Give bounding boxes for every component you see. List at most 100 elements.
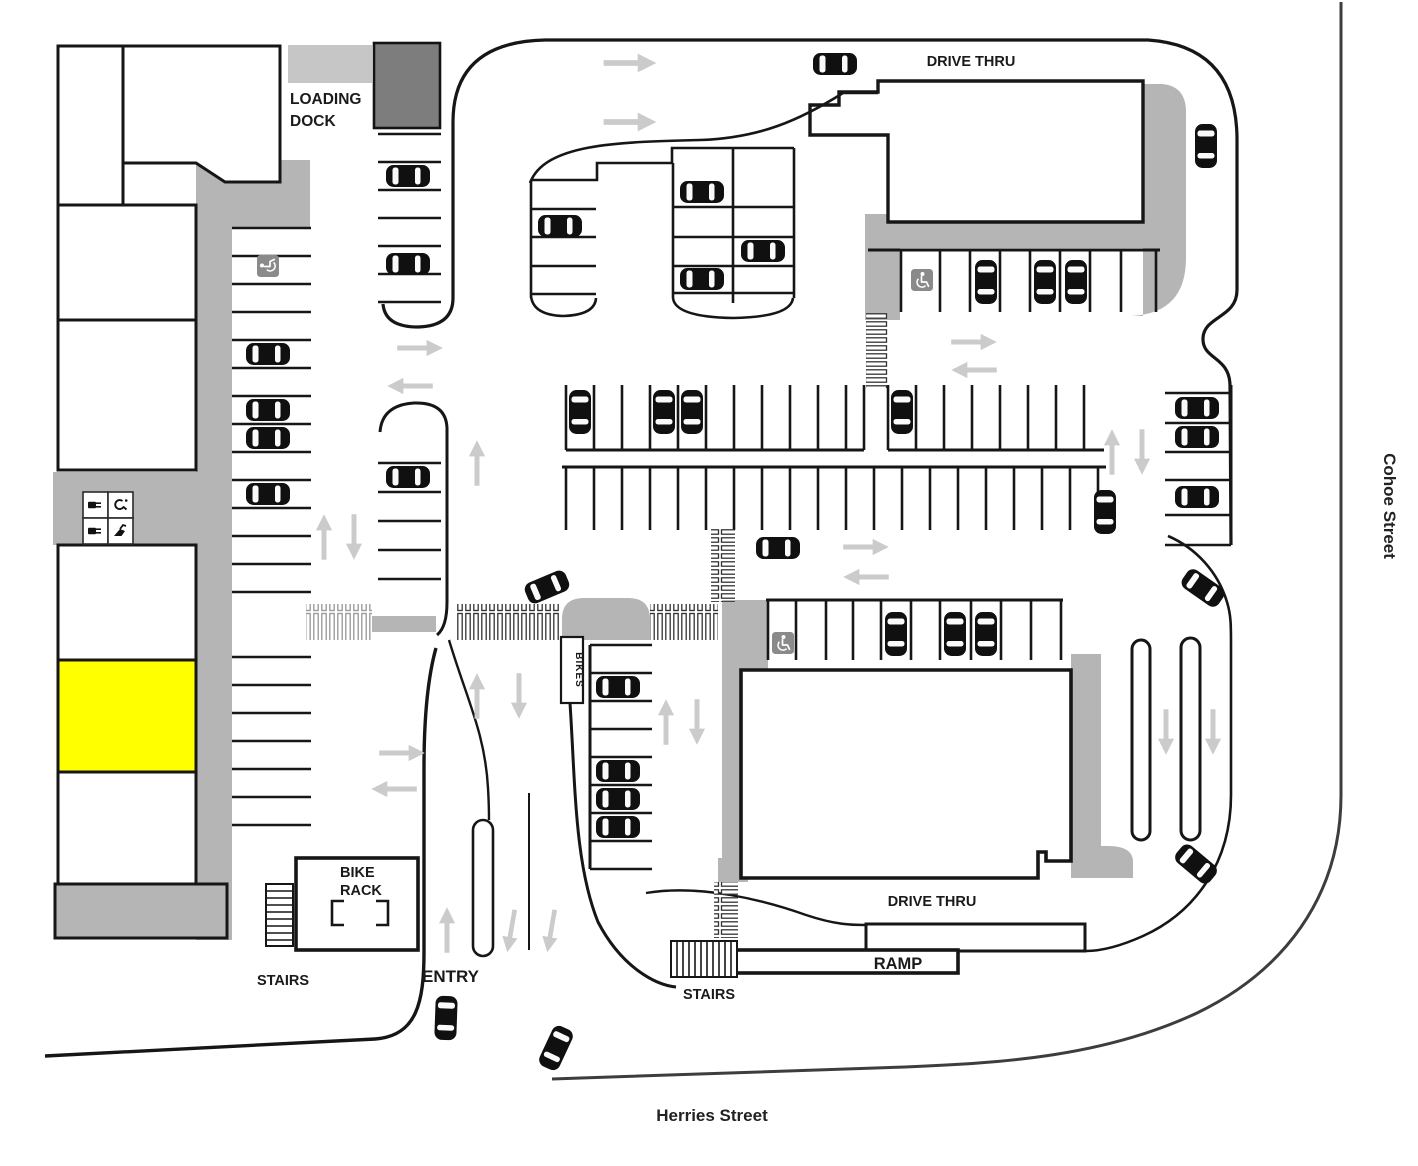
car [386, 253, 430, 275]
walkway-se-flare [1071, 846, 1133, 878]
entry-label: ENTRY [422, 967, 480, 986]
structures: BIKES [265, 635, 1202, 978]
parking-rows [232, 132, 1233, 871]
bike-rack [294, 856, 420, 952]
car [1175, 426, 1219, 448]
car [680, 268, 724, 290]
building-northeast [808, 79, 1145, 224]
car [1065, 260, 1087, 304]
car [975, 612, 997, 656]
parking-island-curb [378, 401, 449, 637]
building-southeast [739, 668, 1073, 880]
car [246, 399, 290, 421]
entry-road-east-edge [563, 647, 677, 989]
parking-row-middle-upper [564, 385, 1104, 452]
crosswalk-vertical-center [711, 528, 735, 602]
walkway-west-corridor [196, 168, 232, 940]
ramp-label: RAMP [874, 955, 923, 973]
building-base-walk [53, 882, 229, 940]
car [680, 181, 724, 203]
site-boundary-southwest [44, 647, 438, 1058]
walkway-ne-right-band [1126, 84, 1186, 316]
ev-nozzle-icon [114, 523, 127, 536]
bike-rack-bracket [330, 899, 344, 927]
car [681, 390, 703, 434]
accessible-parking-icon [256, 254, 280, 278]
crosswalk-vertical-south [714, 882, 738, 938]
drive-thru-island [1130, 638, 1152, 842]
drive-thru-lane-box [864, 922, 1087, 953]
car [1175, 486, 1219, 508]
walkway-se-band [1071, 654, 1101, 878]
parking-row-mid-south [766, 598, 1063, 660]
retail-unit [56, 44, 125, 207]
crosswalk-center-east [650, 604, 718, 640]
icons [82, 254, 934, 655]
street-label-cohoe: Cohoe Street [1380, 453, 1399, 559]
parking-row-northeast [868, 248, 1160, 312]
car [741, 240, 785, 262]
parking-row-middle-lower [562, 465, 1106, 530]
car [246, 343, 290, 365]
car [944, 612, 966, 656]
parking-island-north-spaces [378, 132, 441, 304]
car [434, 995, 458, 1041]
crosswalks [306, 312, 888, 938]
drive-thru-lane-edge [1085, 534, 1233, 953]
car [1195, 124, 1217, 168]
crosswalk-west [306, 604, 372, 640]
car [596, 788, 640, 810]
loading-zone [288, 45, 372, 83]
street-label-herries: Herries Street [656, 1106, 768, 1125]
car [653, 390, 675, 434]
parking-island-mid-spaces [378, 461, 441, 581]
entry-lane-line [447, 639, 491, 821]
streets: Cohoe Street Herries Street [44, 2, 1399, 1125]
stairs-south [670, 940, 738, 978]
ramp-lane-line [645, 889, 867, 927]
car [596, 760, 640, 782]
bike-rack-label-line1: BIKE [340, 865, 375, 881]
walkway-center-pad [562, 598, 650, 640]
car [246, 427, 290, 449]
lane-line-north [528, 91, 878, 184]
car [891, 390, 913, 434]
walkway-ne-stub [865, 214, 900, 320]
accessible-parking-icon [910, 268, 934, 292]
bike-rack-label-line2: RACK [340, 883, 382, 899]
drive-thru-south-label: DRIVE THRU [888, 894, 977, 910]
bike-rack-bracket [376, 899, 390, 927]
retail-unit [56, 318, 198, 472]
crosswalk-median [372, 616, 436, 632]
parking-row-east [1165, 385, 1233, 547]
retail-unit [56, 770, 198, 886]
ev-plug-icon [88, 527, 101, 535]
entry-median-island [471, 818, 495, 958]
ev-charging-icons [82, 491, 134, 545]
retail-building-west [53, 44, 282, 940]
bikes-label: BIKES [573, 652, 584, 688]
ev-cable-icon [114, 499, 128, 511]
loading-dock [372, 41, 442, 130]
retail-unit [56, 203, 198, 322]
car [596, 676, 640, 698]
car [756, 537, 800, 559]
walkway-mid [722, 600, 768, 672]
crosswalk-vertical-north [866, 312, 888, 388]
loading-dock-area: LOADING DOCK [288, 41, 442, 130]
drive-thru-island [1179, 636, 1202, 842]
car [246, 483, 290, 505]
map-labels: DRIVE THRU DRIVE THRU ENTRY STAIRS STAIR… [257, 54, 1015, 1003]
parking-cluster-north [529, 146, 796, 320]
stairs-south-label: STAIRS [683, 987, 735, 1003]
loading-dock-label-line1: LOADING [290, 91, 361, 108]
parking-row-south-center [588, 643, 652, 871]
drive-thru-north-label: DRIVE THRU [927, 54, 1016, 70]
car [885, 612, 907, 656]
accessible-parking-icon [771, 631, 795, 655]
walkway-building-west-edge [722, 670, 741, 878]
parking-row-west-lower [232, 655, 311, 827]
boundary-north [381, 38, 1239, 546]
highlighted-unit [56, 658, 198, 774]
